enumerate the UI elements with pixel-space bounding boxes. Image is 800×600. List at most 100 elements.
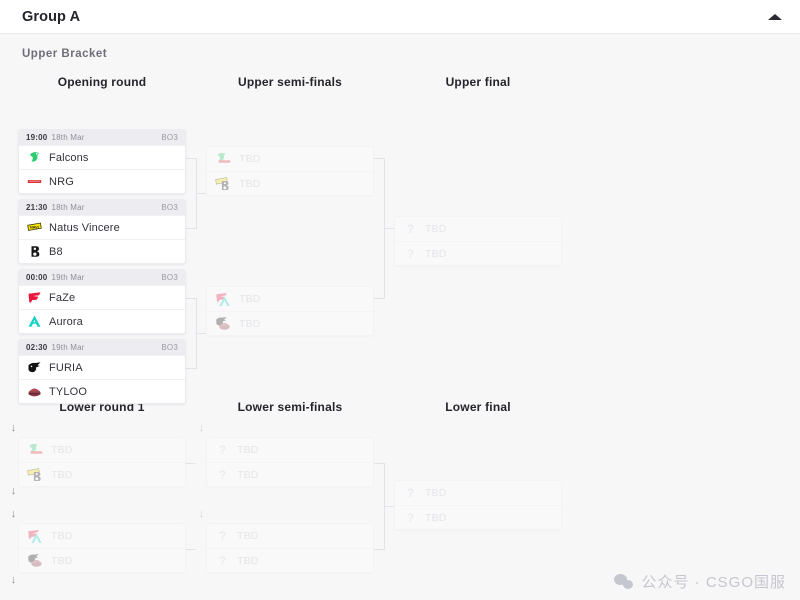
match-card[interactable]: ? TBD ? TBD bbox=[206, 437, 374, 487]
team-row[interactable]: TBD bbox=[207, 147, 373, 171]
match-card[interactable]: ? TBD ? TBD bbox=[206, 523, 374, 573]
question-mark-icon: ? bbox=[406, 486, 415, 500]
match-time: 21:30 bbox=[26, 203, 48, 212]
match-card[interactable]: TBD TBD bbox=[18, 437, 186, 487]
falcons-logo bbox=[27, 150, 42, 165]
group-header[interactable]: Group A bbox=[0, 0, 800, 34]
match-card[interactable]: 02:30 19th Mar BO3 FURIA TYLOO bbox=[18, 339, 186, 404]
team-row[interactable]: TBD bbox=[19, 548, 185, 572]
furia-logo bbox=[27, 360, 42, 375]
connector bbox=[186, 463, 196, 464]
team-placeholder-logos bbox=[215, 175, 232, 192]
team-row[interactable]: ? TBD bbox=[395, 481, 561, 505]
team-row[interactable]: ? TBD bbox=[395, 241, 561, 265]
team-row[interactable]: ? TBD bbox=[207, 462, 373, 486]
team-row[interactable]: ? TBD bbox=[395, 505, 561, 529]
navi-logo: NAVI bbox=[27, 220, 42, 235]
match-card[interactable]: 19:00 18th Mar BO3 Falcons NRG bbox=[18, 129, 186, 194]
drop-arrow-icon: ↓ bbox=[10, 508, 17, 520]
round-header-upper-semis: Upper semi-finals bbox=[237, 75, 343, 89]
team-row[interactable]: TBD bbox=[207, 287, 373, 311]
team-row[interactable]: FaZe bbox=[19, 285, 185, 309]
team-name: Falcons bbox=[49, 151, 89, 164]
team-name: TBD bbox=[237, 444, 259, 456]
team-row[interactable]: TYLOO bbox=[19, 379, 185, 403]
team-name: TBD bbox=[239, 177, 261, 190]
team-row[interactable]: TBD bbox=[19, 438, 185, 462]
question-mark-icon: ? bbox=[218, 443, 227, 457]
team-placeholder-logos bbox=[215, 291, 232, 308]
team-row[interactable]: TBD bbox=[207, 311, 373, 335]
team-row[interactable]: B8 bbox=[19, 239, 185, 263]
team-name: TBD bbox=[51, 530, 73, 542]
team-row[interactable]: Aurora bbox=[19, 309, 185, 333]
drop-arrow-icon: ↓ bbox=[10, 574, 17, 586]
team-row[interactable]: Falcons bbox=[19, 145, 185, 169]
b8-logo bbox=[27, 244, 42, 259]
team-row[interactable]: NAVI Natus Vincere bbox=[19, 215, 185, 239]
watermark-text: 公众号 · CSGO国服 bbox=[641, 574, 786, 591]
round-header-lower-semis: Lower semi-finals bbox=[237, 400, 343, 414]
team-row[interactable]: TBD bbox=[19, 524, 185, 548]
team-name: NRG bbox=[49, 175, 74, 188]
tyloo-logo bbox=[218, 319, 231, 332]
match-card[interactable]: ? TBD ? TBD bbox=[394, 480, 562, 530]
connector bbox=[374, 549, 384, 550]
match-card[interactable]: 00:00 19th Mar BO3 FaZe Aurora bbox=[18, 269, 186, 334]
question-mark-icon: ? bbox=[218, 553, 227, 568]
team-row[interactable]: ? TBD bbox=[207, 438, 373, 462]
drop-arrow-icon: ↓ bbox=[198, 422, 205, 434]
match-format: BO3 bbox=[161, 203, 178, 212]
connector bbox=[186, 368, 196, 369]
faze-logo bbox=[27, 290, 42, 305]
round-header-lower-final: Lower final bbox=[445, 400, 511, 414]
nrg-logo bbox=[218, 155, 231, 168]
connector bbox=[186, 228, 196, 229]
page-title: Group A bbox=[22, 8, 81, 25]
furia-logo bbox=[215, 315, 228, 328]
aurora-logo bbox=[30, 532, 43, 545]
team-name: FURIA bbox=[49, 361, 83, 374]
team-name: TBD bbox=[237, 530, 259, 542]
team-row[interactable]: TBD bbox=[19, 462, 185, 486]
team-row[interactable]: ? TBD bbox=[207, 548, 373, 572]
team-name: TBD bbox=[51, 468, 73, 481]
bracket-stage: Upper Bracket Opening round Upper semi-f… bbox=[0, 34, 800, 600]
drop-arrow-icon: ↓ bbox=[198, 508, 205, 520]
wechat-icon bbox=[614, 573, 634, 590]
chevron-up-icon[interactable] bbox=[768, 13, 782, 20]
navi-logo bbox=[215, 175, 228, 188]
watermark: 公众号 · CSGO国服 bbox=[614, 571, 786, 592]
connector bbox=[186, 549, 196, 550]
falcons-logo bbox=[215, 151, 228, 164]
connector bbox=[196, 333, 206, 334]
b8-logo bbox=[30, 470, 43, 483]
team-placeholder-logos bbox=[27, 528, 44, 545]
navi-logo bbox=[27, 466, 40, 479]
match-meta: 19:00 18th Mar BO3 bbox=[19, 130, 185, 145]
match-card[interactable]: TBD TBD bbox=[206, 286, 374, 336]
team-name: B8 bbox=[49, 245, 63, 258]
team-row[interactable]: ? TBD bbox=[207, 524, 373, 548]
falcons-logo bbox=[27, 442, 40, 455]
match-date: 18th Mar bbox=[51, 203, 85, 212]
upper-bracket-label: Upper Bracket bbox=[22, 48, 108, 60]
team-row[interactable]: NRG bbox=[19, 169, 185, 193]
question-mark-icon: ? bbox=[406, 222, 415, 236]
match-card[interactable]: ? TBD ? TBD bbox=[394, 216, 562, 266]
team-name: TBD bbox=[237, 468, 259, 481]
team-name: Natus Vincere bbox=[49, 221, 120, 234]
team-name: TBD bbox=[425, 247, 447, 260]
team-row[interactable]: TBD bbox=[207, 171, 373, 195]
tyloo-logo bbox=[30, 556, 43, 569]
team-row[interactable]: FURIA bbox=[19, 355, 185, 379]
match-card[interactable]: TBD TBD bbox=[18, 523, 186, 573]
nrg-logo bbox=[27, 174, 42, 189]
team-name: TBD bbox=[239, 317, 261, 330]
match-card[interactable]: 21:30 18th Mar BO3 NAVI Natus Vincere B8 bbox=[18, 199, 186, 264]
match-meta: 21:30 18th Mar BO3 bbox=[19, 200, 185, 215]
match-date: 19th Mar bbox=[51, 343, 85, 352]
team-row[interactable]: ? TBD bbox=[395, 217, 561, 241]
match-card[interactable]: TBD TBD bbox=[206, 146, 374, 196]
team-name: TBD bbox=[51, 554, 73, 567]
